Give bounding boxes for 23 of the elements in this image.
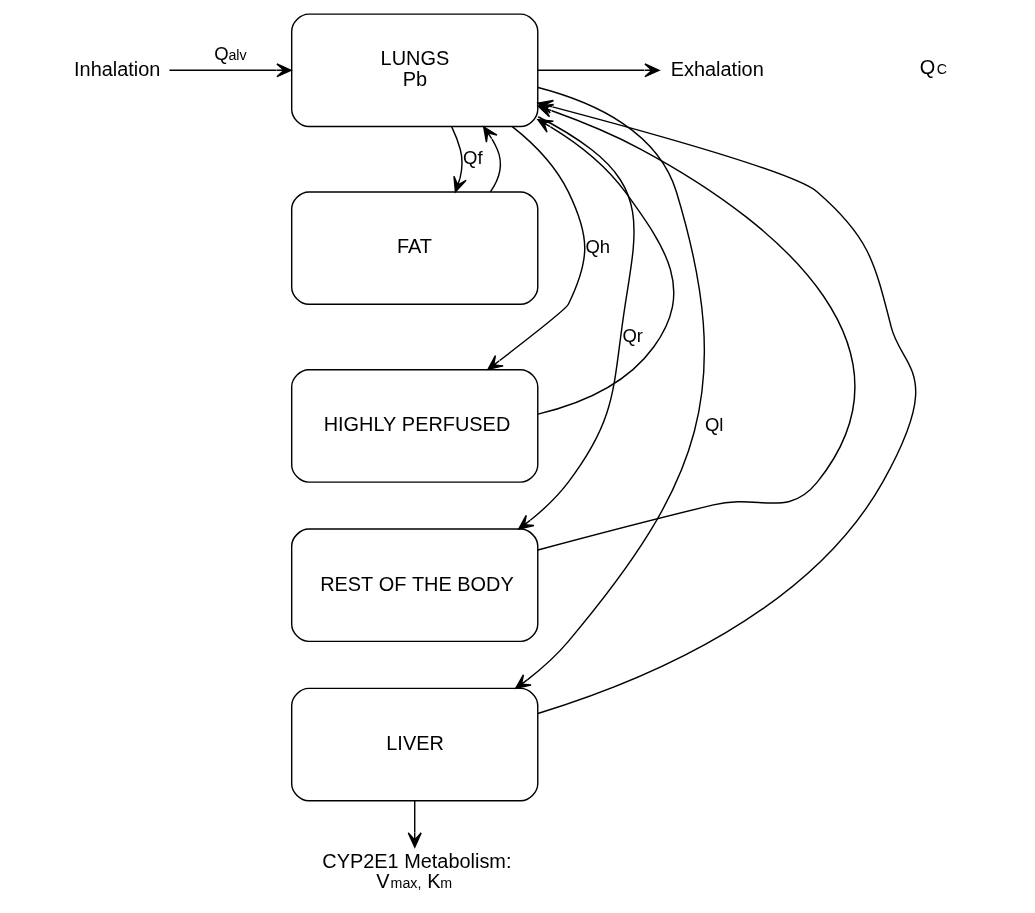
arrow	[537, 118, 675, 415]
edge-label: Qalv	[214, 42, 247, 64]
arrow	[407, 800, 422, 848]
arrow	[487, 125, 586, 371]
arrow	[451, 126, 467, 193]
node-box: FAT	[291, 191, 539, 305]
arrow	[515, 86, 705, 690]
node-box: LIVER	[291, 687, 539, 802]
node-box: HIGHLY PERFUSED	[291, 369, 539, 483]
edge-label: Ql	[704, 413, 724, 435]
node-text: Inhalation	[74, 57, 161, 80]
node-text: CYP2E1 Metabolism: Vmax, Km	[322, 849, 512, 892]
node-text: Exhalation	[670, 57, 764, 80]
edge-label: Qf	[463, 147, 483, 169]
edge-label: Qh	[585, 235, 611, 257]
arrow	[483, 126, 502, 193]
node-box: REST OF THE BODY	[291, 528, 539, 643]
arrow	[518, 116, 635, 530]
node-box: LUNGS Pb	[291, 13, 539, 128]
label: QC	[919, 56, 948, 79]
edge-label: Qr	[622, 324, 643, 346]
arrow	[168, 63, 292, 78]
arrow	[537, 63, 660, 78]
